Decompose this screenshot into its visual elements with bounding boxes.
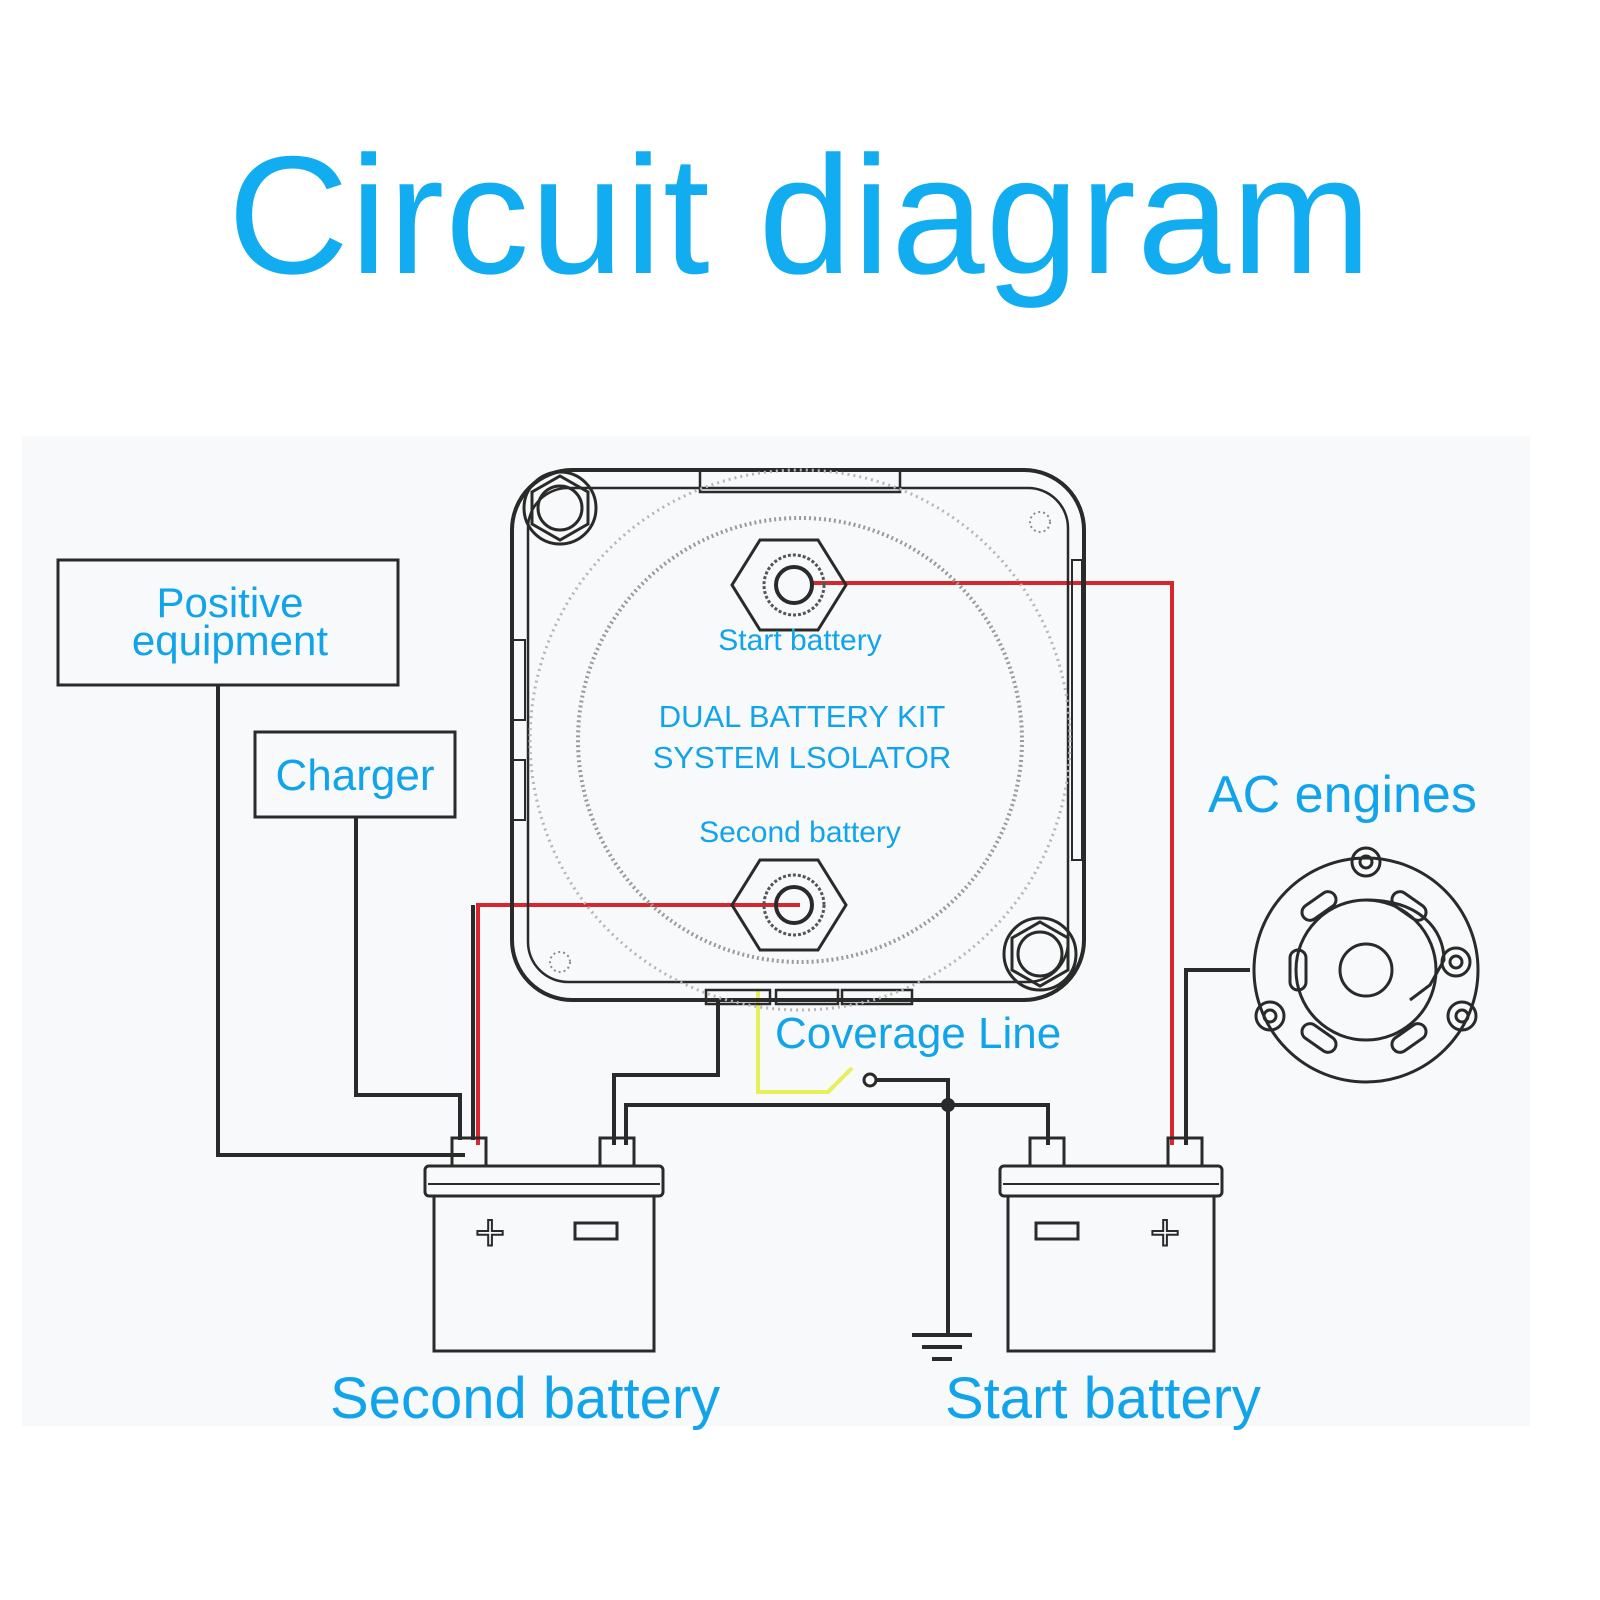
- isolator-name-line1: DUAL BATTERY KIT: [659, 699, 946, 734]
- isolator-side-tab: [512, 639, 526, 721]
- page-title: Circuit diagram: [227, 121, 1373, 309]
- isolator-name-line2: SYSTEM LSOLATOR: [653, 740, 952, 775]
- mounting-hole: [549, 951, 571, 973]
- isolator-side-tab: [1071, 559, 1083, 861]
- positive-equipment-label-line1: Positive: [156, 579, 303, 626]
- charger-label: Charger: [276, 751, 435, 800]
- wire-start-battery-positive: [810, 581, 1174, 1145]
- start-battery-icon: +: [998, 1136, 1224, 1353]
- wire-negative-bus: [624, 1103, 1050, 1145]
- isolator-dotted-ring: [576, 516, 1024, 964]
- wire-engine: [1184, 968, 1250, 1145]
- coverage-line-label: Coverage Line: [775, 1009, 1061, 1058]
- diagram-background: [22, 436, 1530, 1426]
- black-wires: [216, 685, 1250, 1335]
- negative-symbol: [573, 1221, 619, 1241]
- isolator-outer-dotted-ring: [528, 468, 1072, 1012]
- isolator-side-tab: [512, 759, 526, 821]
- positive-equipment-label-line2: equipment: [132, 617, 328, 664]
- battery-isolator: Start battery DUAL BATTERY KIT SYSTEM LS…: [510, 468, 1086, 1012]
- wire-junction: [941, 1098, 955, 1112]
- ac-engine-icon: [1252, 846, 1480, 1084]
- wire-isolator-ground: [612, 1000, 720, 1145]
- isolator-bottom-tab: [774, 988, 840, 1006]
- positive-symbol: +: [1150, 1204, 1180, 1262]
- coverage-line-wire: [756, 990, 854, 1094]
- negative-symbol: [1034, 1221, 1080, 1241]
- wire-second-battery-positive: [476, 903, 800, 1145]
- ground-icon: [912, 1333, 972, 1361]
- positive-equipment-box: Positive equipment: [56, 558, 400, 687]
- charger-box: Charger: [253, 730, 457, 819]
- wire-ground: [877, 1078, 950, 1335]
- mounting-hole: [1029, 511, 1051, 533]
- second-battery-icon: +: [423, 1136, 665, 1353]
- ac-engines-label: AC engines: [1208, 766, 1477, 824]
- wire-positive-equipment: [216, 685, 465, 1157]
- isolator-start-battery-label: Start battery: [718, 624, 881, 657]
- wire-charger: [354, 817, 462, 1140]
- isolator-second-battery-label: Second battery: [699, 816, 901, 849]
- terminal-open: [862, 1072, 878, 1088]
- mounting-bolt-icon: [1002, 916, 1078, 992]
- start-battery-terminal-icon: [730, 538, 848, 632]
- start-battery-label: Start battery: [945, 1366, 1261, 1431]
- isolator-top-tab: [698, 468, 902, 494]
- positive-symbol: +: [475, 1204, 505, 1262]
- isolator-inner-frame: [526, 486, 1070, 984]
- mounting-bolt-icon: [522, 470, 598, 546]
- red-wires: [476, 581, 1174, 1145]
- isolator-bottom-tab: [840, 988, 914, 1006]
- positive-equipment-frame: [56, 558, 400, 687]
- second-battery-terminal-icon: [730, 858, 848, 952]
- second-battery-label: Second battery: [330, 1366, 720, 1431]
